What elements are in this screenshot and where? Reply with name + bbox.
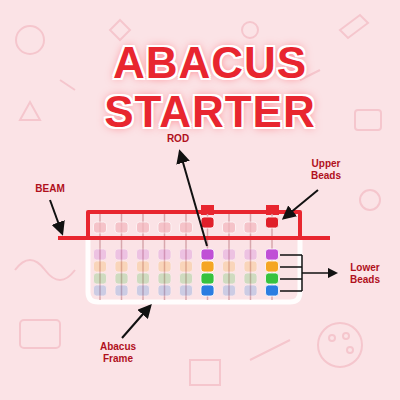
part-label: Abacus Frame [86,341,150,364]
bead [223,285,236,296]
bead [94,222,107,233]
bead [180,249,193,260]
bead [94,273,107,284]
bead [223,249,236,260]
bead [223,222,236,233]
bead [115,261,128,272]
bead [244,273,257,284]
title: ABACUS STARTER [90,38,330,137]
bead [94,285,107,296]
part-label: ROD [158,133,198,145]
bead [158,285,171,296]
bead [158,273,171,284]
bead [266,261,279,272]
bead [180,285,193,296]
part-label: Upper Beads [300,158,352,181]
background-doodles [15,15,381,385]
bead [266,249,279,260]
bead [115,273,128,284]
bead [266,285,279,296]
bead [137,285,150,296]
bead [115,249,128,260]
bead [158,222,171,233]
bead [94,249,107,260]
bead [201,273,214,284]
bead [244,261,257,272]
bead [266,217,279,228]
bead [137,261,150,272]
bead [180,273,193,284]
bead [158,261,171,272]
part-label: BEAM [28,183,72,195]
bead [158,249,171,260]
bead [223,273,236,284]
bead [266,273,279,284]
bead [115,285,128,296]
bead [201,249,214,260]
bead [137,222,150,233]
bead [180,222,193,233]
part-label: Lower Beads [339,262,391,285]
bead [244,249,257,260]
bead [137,273,150,284]
bead [115,222,128,233]
bead [137,249,150,260]
bead [201,261,214,272]
bead [223,261,236,272]
bead [94,261,107,272]
bead [244,285,257,296]
bead [180,261,193,272]
bead [244,222,257,233]
bead [201,285,214,296]
bead [201,217,214,228]
